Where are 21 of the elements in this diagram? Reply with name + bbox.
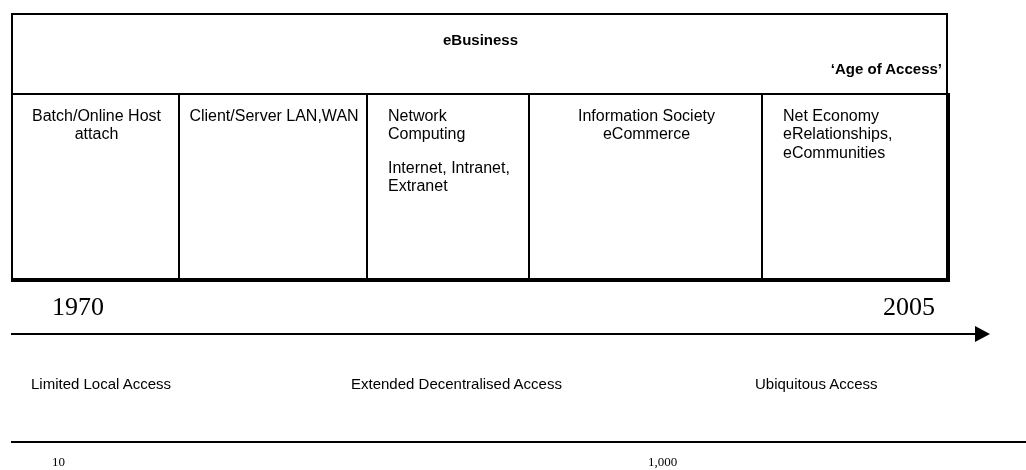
scale-value: 10	[52, 455, 65, 468]
access-label: Ubiquitous Access	[755, 376, 878, 391]
access-label: Extended Decentralised Access	[351, 376, 562, 391]
year-label: 1970	[52, 294, 104, 320]
era-description: Client/Server LAN,WAN	[188, 107, 360, 126]
era-description: Batch/Online Host attach	[31, 107, 162, 144]
era-description: Net Economy eRelationships, eCommunities	[783, 107, 894, 163]
scale-value: 1,000	[648, 455, 678, 468]
era-description: Network Computing	[388, 107, 467, 144]
era-column	[366, 93, 530, 282]
subtitle: ‘Age of Access’	[830, 60, 942, 78]
era-column	[761, 93, 950, 282]
era-column	[528, 93, 763, 282]
year-label: 2005	[883, 294, 935, 320]
era-table	[11, 13, 948, 280]
table-title: eBusiness	[441, 31, 519, 49]
era-column	[178, 93, 368, 282]
access-label: Limited Local Access	[31, 376, 172, 391]
era-description: Internet, Intranet, Extranet	[388, 159, 511, 196]
era-column	[11, 93, 180, 282]
era-description: Information Society eCommerce	[577, 107, 716, 144]
